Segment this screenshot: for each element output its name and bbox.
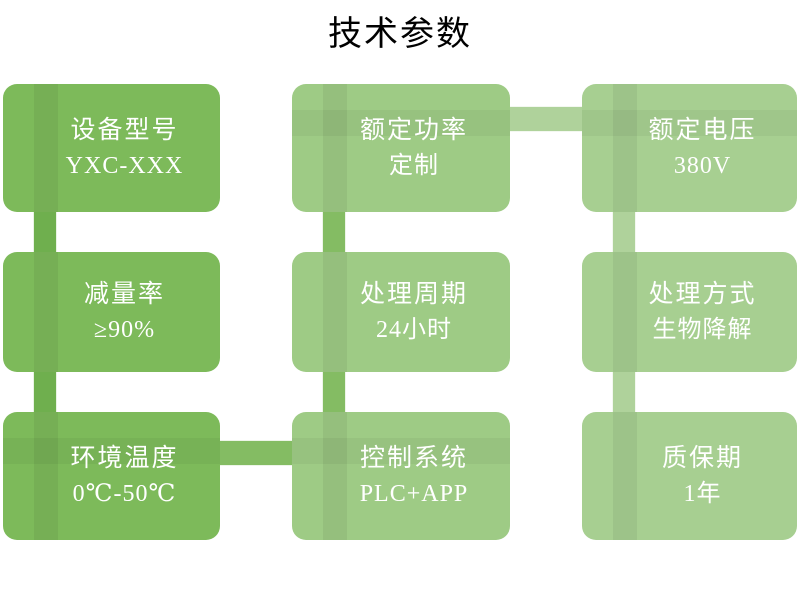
card-ambient-temp[interactable]: 环境温度 0℃-50℃: [3, 412, 220, 540]
card-value: YXC-XXX: [65, 153, 184, 179]
card-warranty-period[interactable]: 质保期 1年: [582, 412, 797, 540]
connector-horizontal-row1-col2-col3: [500, 106, 592, 132]
card-value: 定制: [389, 153, 439, 179]
card-reduction-rate[interactable]: 减量率 ≥90%: [3, 252, 220, 372]
card-label: 设备型号: [70, 117, 179, 144]
card-label: 质保期: [661, 445, 743, 472]
card-accent-stripe: [34, 252, 58, 372]
card-treatment-cycle[interactable]: 处理周期 24小时: [292, 252, 510, 372]
card-rated-power[interactable]: 额定功率 定制: [292, 84, 510, 212]
card-treatment-method[interactable]: 处理方式 生物降解: [582, 252, 797, 372]
card-accent-stripe: [613, 412, 637, 540]
card-label: 处理方式: [648, 281, 757, 308]
card-accent-band: [582, 110, 797, 136]
card-value: ≥90%: [93, 317, 156, 343]
card-accent-stripe: [34, 84, 58, 212]
card-label: 额定功率: [359, 117, 468, 144]
card-control-system[interactable]: 控制系统 PLC+APP: [292, 412, 510, 540]
card-rated-voltage[interactable]: 额定电压 380V: [582, 84, 797, 212]
card-accent-stripe: [613, 252, 637, 372]
card-value: 生物降解: [652, 317, 753, 343]
card-value: 24小时: [376, 317, 452, 343]
card-device-model[interactable]: 设备型号 YXC-XXX: [3, 84, 220, 212]
card-label: 减量率: [83, 281, 165, 308]
card-accent-band: [3, 438, 220, 464]
card-accent-stripe: [34, 412, 58, 540]
card-value: 380V: [673, 153, 732, 179]
card-accent-band: [292, 110, 510, 136]
card-label: 处理周期: [359, 281, 468, 308]
card-accent-stripe: [323, 252, 347, 372]
card-accent-stripe: [323, 84, 347, 212]
card-label: 环境温度: [70, 445, 179, 472]
card-accent-stripe: [613, 84, 637, 212]
card-label: 额定电压: [648, 117, 757, 144]
page-title: 技术参数: [328, 16, 472, 53]
card-value: 1年: [683, 481, 722, 507]
card-label: 控制系统: [359, 445, 468, 472]
card-value: PLC+APP: [359, 481, 469, 507]
card-value: 0℃-50℃: [72, 481, 177, 507]
card-accent-stripe: [323, 412, 347, 540]
connector-horizontal-row3-col1-col2: [211, 440, 303, 466]
card-accent-band: [292, 438, 510, 464]
